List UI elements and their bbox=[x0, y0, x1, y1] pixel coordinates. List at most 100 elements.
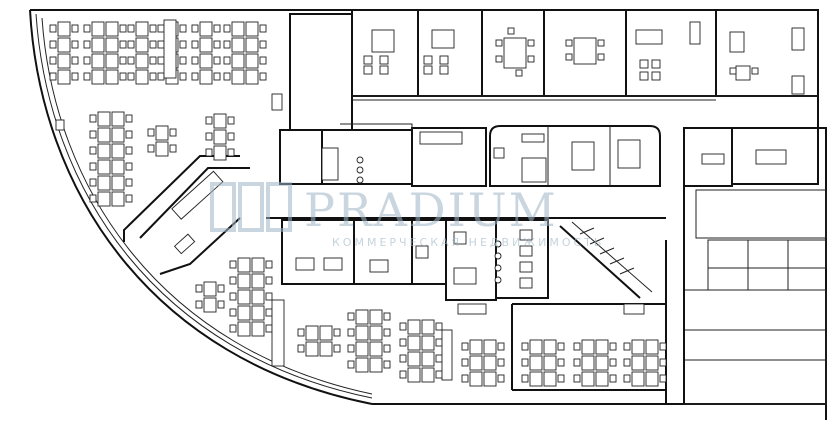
desk bbox=[609, 358, 617, 367]
desk bbox=[659, 342, 667, 351]
desk bbox=[237, 289, 251, 305]
desk bbox=[163, 19, 177, 79]
desk bbox=[319, 341, 333, 357]
desk bbox=[483, 339, 497, 355]
desk bbox=[347, 344, 355, 353]
desk bbox=[195, 300, 203, 309]
desk bbox=[407, 351, 421, 367]
desk bbox=[609, 374, 617, 383]
desk bbox=[169, 144, 177, 153]
desk bbox=[125, 146, 133, 155]
desk bbox=[631, 339, 645, 355]
desk bbox=[49, 56, 57, 65]
desk bbox=[623, 342, 631, 351]
desk bbox=[595, 371, 609, 387]
desk bbox=[355, 325, 369, 341]
desk bbox=[237, 305, 251, 321]
desk bbox=[399, 338, 407, 347]
desk bbox=[259, 24, 267, 33]
desk bbox=[119, 24, 127, 33]
desk bbox=[573, 358, 581, 367]
desk bbox=[369, 341, 383, 357]
desk bbox=[231, 69, 245, 85]
desk bbox=[89, 130, 97, 139]
desk bbox=[355, 341, 369, 357]
desk bbox=[229, 276, 237, 285]
desk bbox=[237, 273, 251, 289]
left-corridor bbox=[123, 155, 250, 275]
desk bbox=[557, 374, 565, 383]
desk bbox=[383, 328, 391, 337]
desk bbox=[149, 56, 157, 65]
desk bbox=[623, 358, 631, 367]
desk bbox=[245, 21, 259, 37]
desk bbox=[199, 53, 213, 69]
desk bbox=[543, 355, 557, 371]
desk bbox=[83, 56, 91, 65]
desk bbox=[223, 24, 231, 33]
desk bbox=[421, 367, 435, 383]
desk bbox=[213, 40, 221, 49]
desk bbox=[333, 344, 341, 353]
desk bbox=[89, 146, 97, 155]
desk bbox=[213, 129, 227, 145]
desk bbox=[461, 374, 469, 383]
desk bbox=[383, 360, 391, 369]
desk bbox=[265, 324, 273, 333]
desk bbox=[383, 312, 391, 321]
desk bbox=[213, 56, 221, 65]
top-offices bbox=[351, 9, 819, 101]
desk bbox=[557, 342, 565, 351]
desk bbox=[581, 339, 595, 355]
desk bbox=[407, 367, 421, 383]
desk bbox=[83, 72, 91, 81]
desk bbox=[217, 284, 225, 293]
desk bbox=[135, 53, 149, 69]
desk bbox=[231, 37, 245, 53]
central-core bbox=[279, 13, 661, 187]
desk bbox=[97, 191, 111, 207]
desk bbox=[91, 53, 105, 69]
watermark-tagline: КОММЕРЧЕСКАЯ НЕДВИЖИМОСТЬ bbox=[332, 236, 604, 249]
desk bbox=[149, 24, 157, 33]
desk bbox=[623, 303, 645, 315]
desk bbox=[135, 69, 149, 85]
desk bbox=[631, 355, 645, 371]
desk bbox=[105, 21, 119, 37]
desk bbox=[229, 292, 237, 301]
desk bbox=[521, 358, 529, 367]
desk bbox=[119, 56, 127, 65]
desk bbox=[407, 335, 421, 351]
desk bbox=[191, 72, 199, 81]
desk bbox=[179, 56, 187, 65]
desk bbox=[265, 260, 273, 269]
desk bbox=[355, 309, 369, 325]
desk bbox=[659, 358, 667, 367]
desk bbox=[435, 354, 443, 363]
desk bbox=[521, 374, 529, 383]
desk bbox=[521, 342, 529, 351]
desk bbox=[265, 276, 273, 285]
desk bbox=[83, 40, 91, 49]
desk bbox=[399, 354, 407, 363]
right-rooms bbox=[683, 127, 827, 405]
desk bbox=[461, 342, 469, 351]
desk bbox=[57, 21, 71, 37]
desk bbox=[407, 319, 421, 335]
desk bbox=[227, 148, 235, 157]
desk bbox=[205, 148, 213, 157]
desk bbox=[245, 37, 259, 53]
desk bbox=[89, 114, 97, 123]
desk bbox=[147, 128, 155, 137]
desk bbox=[157, 40, 165, 49]
desk bbox=[333, 328, 341, 337]
desk bbox=[229, 260, 237, 269]
desk bbox=[305, 325, 319, 341]
desk bbox=[645, 355, 659, 371]
desk bbox=[265, 308, 273, 317]
desk bbox=[609, 342, 617, 351]
watermark: PRADIUM КОММЕРЧЕСКАЯ НЕДВИЖИМОСТЬ bbox=[210, 182, 604, 249]
desk bbox=[205, 116, 213, 125]
desk bbox=[297, 344, 305, 353]
desk bbox=[135, 37, 149, 53]
